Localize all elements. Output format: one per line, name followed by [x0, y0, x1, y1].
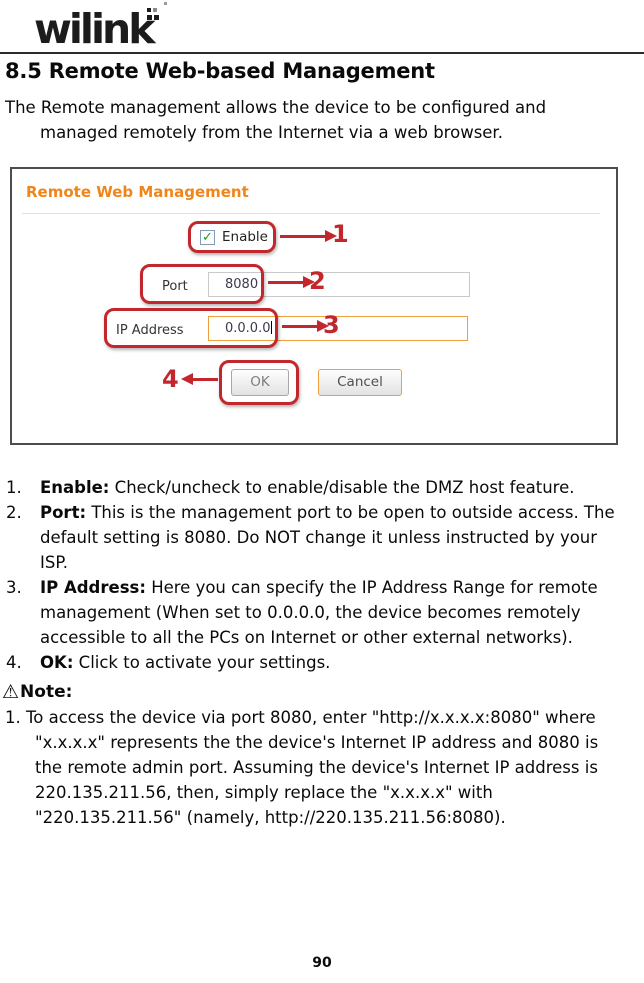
- step-number: 1.: [6, 478, 22, 497]
- text-caret: [271, 321, 273, 334]
- note-item: 1. To access the device via port 8080, e…: [5, 708, 599, 827]
- list-item: 1. Enable: Check/uncheck to enable/disab…: [6, 475, 644, 500]
- ok-button[interactable]: OK: [231, 369, 289, 396]
- enable-label: Enable: [222, 229, 268, 245]
- intro-paragraph: The Remote management allows the device …: [5, 98, 547, 142]
- step-description: Check/uncheck to enable/disable the DMZ …: [114, 478, 575, 497]
- list-item: 4. OK: Click to activate your settings.: [6, 650, 644, 675]
- step-text: Port: This is the management port to be …: [40, 500, 618, 575]
- remote-web-management-title: Remote Web Management: [26, 183, 249, 201]
- ip-address-input[interactable]: 0.0.0.0: [208, 316, 468, 341]
- callout-highlight-1: [188, 221, 276, 253]
- step-description: Here you can specify the IP Address Rang…: [40, 578, 598, 647]
- step-list: 1. Enable: Check/uncheck to enable/disab…: [6, 475, 644, 675]
- step-term: OK:: [40, 653, 74, 672]
- callout-arrow-1-icon: [280, 230, 337, 242]
- step-description: Click to activate your settings.: [78, 653, 331, 672]
- step-number: 4.: [6, 653, 22, 672]
- callout-number-4: 4: [162, 365, 179, 393]
- callout-number-3: 3: [323, 311, 340, 339]
- ip-address-label: IP Address: [116, 323, 184, 338]
- ip-address-value: 0.0.0.0: [225, 321, 271, 336]
- brand-logo-text: wilink: [34, 5, 155, 53]
- port-label: Port: [162, 279, 188, 294]
- callout-highlight-3: [104, 308, 278, 348]
- step-term: IP Address:: [40, 578, 146, 597]
- enable-checkbox[interactable]: ✓: [200, 230, 215, 245]
- header-divider: [0, 52, 644, 54]
- callout-arrow-4-icon: [181, 373, 218, 385]
- embedded-screenshot: Remote Web Management ✓ Enable 1 Port 80…: [10, 167, 618, 445]
- title-divider: [22, 213, 600, 214]
- callout-highlight-4: [219, 360, 299, 405]
- logo-signal-dots-icon: [145, 2, 167, 24]
- step-text: OK: Click to activate your settings.: [40, 650, 330, 675]
- note-label: Note:: [20, 682, 73, 702]
- checkmark-icon: ✓: [202, 230, 213, 245]
- callout-number-1: 1: [332, 220, 349, 248]
- step-term: Enable:: [40, 478, 110, 497]
- step-number: 3.: [6, 578, 22, 597]
- callout-highlight-2: [140, 264, 264, 304]
- section-heading: 8.5 Remote Web-based Management: [5, 59, 435, 83]
- step-description: This is the management port to be open t…: [40, 503, 615, 572]
- step-number: 2.: [6, 503, 22, 522]
- warning-triangle-icon: ⚠: [2, 681, 20, 703]
- page-header: wilink: [0, 0, 644, 52]
- step-term: Port:: [40, 503, 87, 522]
- brand-logo: wilink: [34, 2, 167, 53]
- callout-arrow-3-icon: [282, 320, 329, 332]
- port-input[interactable]: 8080: [208, 272, 470, 297]
- list-item: 2. Port: This is the management port to …: [6, 500, 644, 575]
- step-text: IP Address: Here you can specify the IP …: [40, 575, 618, 650]
- callout-number-2: 2: [309, 267, 326, 295]
- note-heading: ⚠ Note:: [2, 681, 644, 703]
- page-number: 90: [312, 955, 332, 971]
- list-item: 3. IP Address: Here you can specify the …: [6, 575, 644, 650]
- callout-arrow-2-icon: [268, 276, 315, 288]
- step-text: Enable: Check/uncheck to enable/disable …: [40, 475, 574, 500]
- cancel-button[interactable]: Cancel: [318, 369, 402, 396]
